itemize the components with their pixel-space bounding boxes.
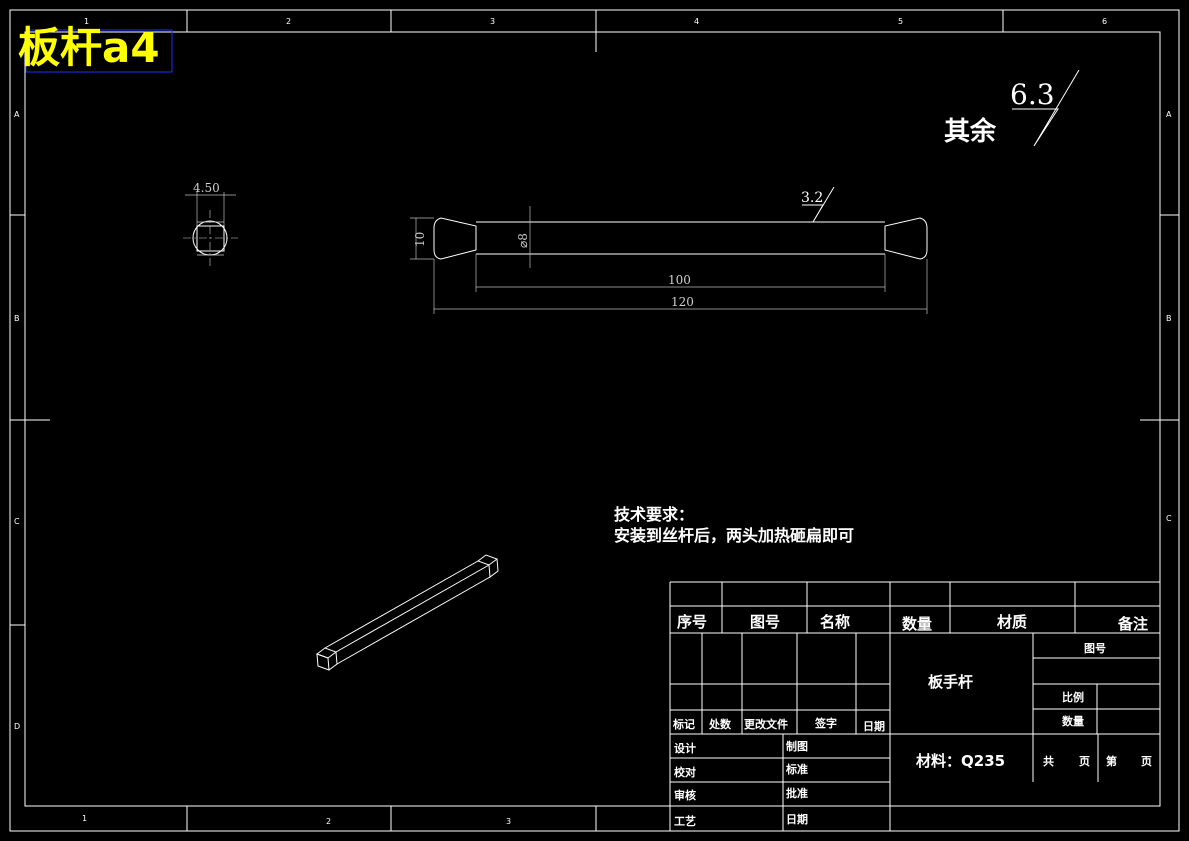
tb-standard-label: 标准 xyxy=(785,762,808,776)
tb-approve-label: 批准 xyxy=(786,786,808,800)
parts-header-no: 序号 xyxy=(677,613,707,631)
grid-top-1: 1 xyxy=(84,17,89,26)
tb-date-label: 日期 xyxy=(786,812,808,826)
isometric-view xyxy=(315,554,499,671)
grid-left-A: A xyxy=(14,110,20,119)
tb-design-label: 设计 xyxy=(674,741,696,755)
tb-page-label: 页 xyxy=(1079,755,1090,768)
parts-list-grid xyxy=(669,581,1160,831)
parts-header-drawing-no: 图号 xyxy=(750,613,780,631)
tb-quantity-label: 数量 xyxy=(1062,714,1084,728)
parts-header-qty: 数量 xyxy=(902,615,932,633)
title-box xyxy=(25,29,173,73)
parts-header-name: 名称 xyxy=(820,613,850,631)
tb-rev-change-doc: 更改文件 xyxy=(744,717,788,731)
grid-bottom-1: 1 xyxy=(82,814,87,823)
dim-side-width: 4.50 xyxy=(193,181,220,195)
grid-right-B: B xyxy=(1166,314,1172,323)
grid-bottom-3: 3 xyxy=(506,817,511,826)
grid-top-6: 6 xyxy=(1102,17,1107,26)
drawing-title: 板杆a4 xyxy=(18,23,160,72)
dim-inner-length: 100 xyxy=(668,273,691,287)
grid-top-4: 4 xyxy=(694,17,699,26)
grid-left-C: C xyxy=(14,517,20,526)
roughness-default-symbol xyxy=(1012,69,1080,147)
tb-drawing-no-label: 图号 xyxy=(1084,642,1106,655)
tb-sheet-page-label: 页 xyxy=(1141,755,1152,768)
parts-header-notes: 备注 xyxy=(1117,615,1148,633)
grid-top-5: 5 xyxy=(898,17,903,26)
tb-rev-count: 处数 xyxy=(708,717,732,731)
inner-frame xyxy=(24,31,1161,807)
roughness-surface-value: 3.2 xyxy=(801,190,823,206)
side-view xyxy=(183,192,238,266)
dim-head-height: 10 xyxy=(413,232,427,247)
tech-req-heading: 技术要求： xyxy=(614,505,694,524)
tech-req-line1: 安装到丝杆后，两头加热砸扁即可 xyxy=(614,526,854,545)
tb-sheet-label: 第 xyxy=(1106,754,1117,768)
tb-process-label: 工艺 xyxy=(674,814,696,828)
dim-diameter: ⌀8 xyxy=(516,233,530,248)
title-block-grid xyxy=(670,633,1160,831)
grid-top-2: 2 xyxy=(286,17,291,26)
tb-total-label: 共 xyxy=(1043,754,1054,768)
grid-left-D: D xyxy=(14,722,20,731)
tb-scale-label: 比例 xyxy=(1062,690,1084,704)
grid-right-C: C xyxy=(1166,514,1172,523)
tb-rev-signature: 签字 xyxy=(814,716,837,730)
dim-total-length: 120 xyxy=(671,295,694,309)
tb-draft-label: 制图 xyxy=(786,739,808,753)
tb-check-label: 校对 xyxy=(674,765,696,779)
tb-part-name: 板手杆 xyxy=(928,673,973,691)
parts-header-material: 材质 xyxy=(997,613,1027,631)
outer-frame xyxy=(9,9,1180,832)
roughness-default-label: 其余 xyxy=(944,116,997,147)
grid-right-A: A xyxy=(1166,110,1172,119)
roughness-default-value: 6.3 xyxy=(1010,78,1055,111)
front-view xyxy=(410,186,928,314)
tb-rev-date: 日期 xyxy=(863,719,885,733)
grid-bottom-2: 2 xyxy=(326,817,331,826)
zone-ticks xyxy=(10,10,1179,831)
grid-top-3: 3 xyxy=(490,17,495,26)
tb-review-label: 审核 xyxy=(674,788,696,802)
tb-rev-mark: 标记 xyxy=(672,717,695,731)
grid-left-B: B xyxy=(14,314,20,323)
tb-material: 材料：Q235 xyxy=(916,752,1005,770)
